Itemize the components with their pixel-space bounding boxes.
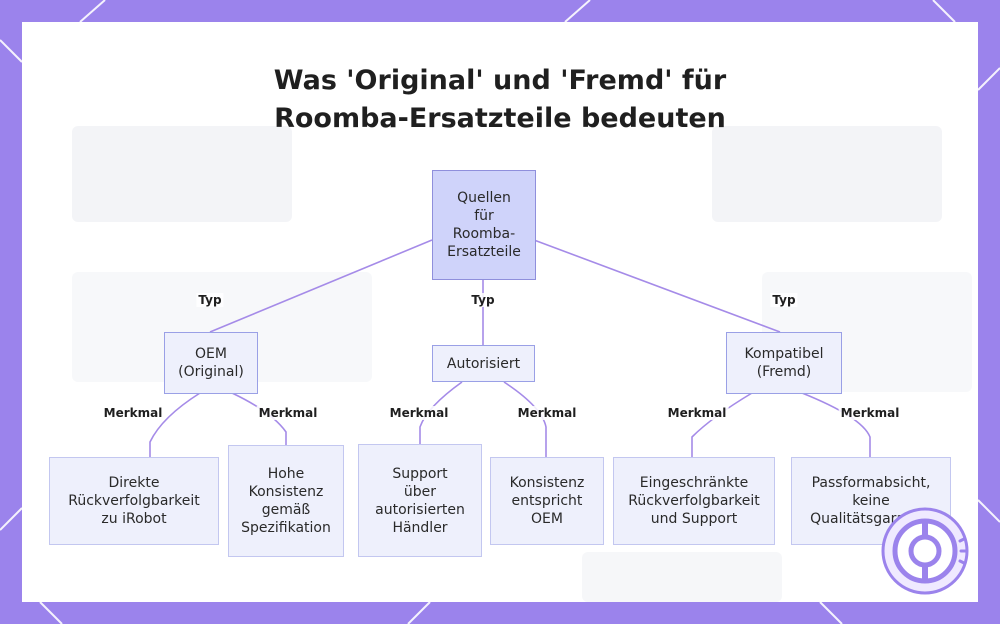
edge-comp-fit [802,393,870,457]
edge-label-merkmal-auth-consistency: Merkmal [516,406,579,420]
edge-label-typ-oem: Typ [196,293,223,307]
node-kompatibel-fremd: Kompatibel (Fremd) [726,332,842,394]
speaker-dial-icon [880,506,970,596]
node-auth-consistency: Konsistenz entspricht OEM [490,457,604,545]
node-comp-traceability: Eingeschränkte Rückverfolgbarkeit und Su… [613,457,775,545]
node-oem-traceability: Direkte Rückverfolgbarkeit zu iRobot [49,457,219,545]
edge-label-merkmal-oem-consistency: Merkmal [257,406,320,420]
edge-root-kompatibel [534,240,780,332]
node-autorisiert: Autorisiert [432,345,535,382]
node-oem-consistency: Hohe Konsistenz gemäß Spezifikation [228,445,344,557]
edge-label-typ-kompatibel: Typ [770,293,797,307]
edge-root-oem [210,240,432,332]
node-oem-original: OEM (Original) [164,332,258,394]
node-auth-support: Support über autorisierten Händler [358,444,482,557]
edge-label-merkmal-comp-trace: Merkmal [666,406,729,420]
node-root-sources: Quellen für Roomba- Ersatzteile [432,170,536,280]
diagram-card: Was 'Original' und 'Fremd' für Roomba-Er… [22,22,978,602]
edge-label-typ-autorisiert: Typ [469,293,496,307]
edge-comp-trace [692,393,752,457]
edge-label-merkmal-oem-trace: Merkmal [102,406,165,420]
edge-label-merkmal-auth-support: Merkmal [388,406,451,420]
edge-oem-trace [150,393,200,457]
edge-label-merkmal-comp-fit: Merkmal [839,406,902,420]
